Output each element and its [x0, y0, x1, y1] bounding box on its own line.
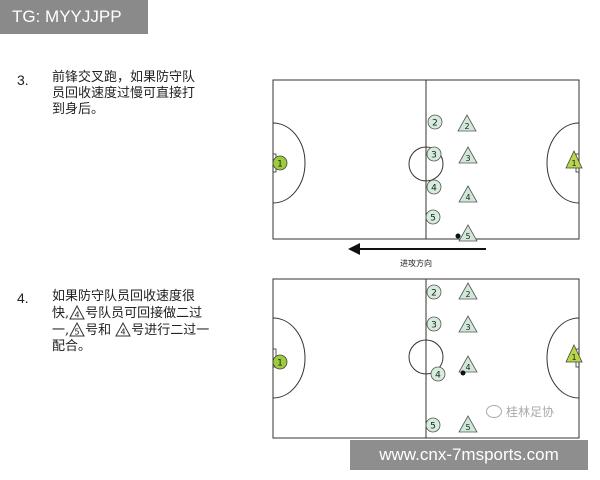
- triangle-player-5: 5: [458, 415, 478, 433]
- player-number: 1: [571, 353, 576, 362]
- player-number: 3: [431, 321, 437, 331]
- circle-player-5: 5: [425, 417, 441, 433]
- triangle-player-4: 4: [458, 355, 478, 373]
- player-number: 3: [465, 323, 470, 332]
- player-number: 3: [465, 154, 470, 163]
- player-number: 1: [277, 359, 283, 369]
- triangle-player-2: 2: [458, 282, 478, 300]
- goalkeeper-right-triangle: 1: [565, 150, 583, 169]
- player-number: 5: [430, 214, 436, 224]
- site-url-banner: www.cnx-7msports.com: [350, 440, 588, 470]
- triangle-player-number: 5: [75, 328, 80, 337]
- player-number: 2: [464, 122, 469, 131]
- step-3-line-3: 到身后。: [52, 102, 105, 117]
- goalkeeper-left-circle: 1: [272, 354, 288, 370]
- player-number: 4: [435, 371, 441, 381]
- triangle-player-icon: 4: [115, 322, 132, 337]
- player-number: 4: [431, 184, 437, 194]
- player-number: 5: [465, 423, 470, 432]
- step-4-text-b: 号队员可回接做二过: [85, 306, 203, 321]
- player-number: 1: [571, 159, 576, 168]
- triangle-player-icon: 4: [69, 305, 85, 320]
- circle-player-5: 5: [425, 209, 441, 225]
- step-4-text: 如果防守队员回收速度很 快, 4 号队员可回接做二过 一, 5 号和 4 号进行二过一 配…: [52, 289, 232, 355]
- player-number: 5: [465, 232, 470, 241]
- step-4-text-e: 号进行二过一: [131, 323, 210, 338]
- goalkeeper-left-circle: 1: [272, 155, 288, 171]
- pitch-diagram-1: 1 1 2 3 4 5 2 3 4 5: [272, 79, 583, 255]
- circle-player-4: 4: [426, 179, 442, 195]
- club-watermark-text: 桂林足协: [506, 405, 555, 419]
- pitch-diagram-2: 1 1 2 3 4 5 2 3 4 5: [272, 278, 583, 439]
- goalkeeper-right-triangle: 1: [565, 344, 583, 363]
- tg-banner: TG: MYYJJPP: [0, 0, 148, 34]
- circle-player-4: 4: [430, 366, 446, 382]
- attack-direction-label: 进攻方向: [400, 259, 432, 268]
- ball: [455, 233, 461, 239]
- chat-bubble-icon: [486, 405, 502, 418]
- club-watermark: 桂林足协: [486, 403, 554, 420]
- player-number: 5: [430, 422, 436, 432]
- step-4-line-3: 一, 5 号和 4 号进行二过一: [52, 322, 232, 339]
- attack-direction-arrow: [348, 243, 486, 255]
- step-3-text: 前锋交叉跑，如果防守队 员回收速度过慢可直接打 到身后。: [52, 70, 232, 118]
- circle-player-3: 3: [426, 146, 442, 162]
- player-number: 4: [465, 363, 470, 372]
- player-number: 1: [277, 160, 283, 170]
- player-number: 2: [465, 290, 470, 299]
- step-4-line-1: 如果防守队员回收速度很: [52, 289, 196, 304]
- player-number: 2: [431, 289, 437, 299]
- step-4-line-2: 快, 4 号队员可回接做二过: [52, 305, 232, 322]
- step-4-text-a: 快,: [52, 306, 70, 321]
- player-number: 3: [431, 151, 437, 161]
- triangle-player-4: 4: [458, 185, 478, 203]
- triangle-player-number: 4: [75, 311, 80, 320]
- step-3-number: 3.: [17, 72, 29, 88]
- step-4-text-d: 号和: [85, 323, 112, 338]
- circle-player-2: 2: [426, 284, 442, 300]
- triangle-player-number: 4: [121, 328, 126, 337]
- player-number: 4: [465, 193, 470, 202]
- player-number: 2: [432, 119, 438, 129]
- ball: [460, 370, 466, 376]
- step-3-line-2: 员回收速度过慢可直接打: [52, 86, 196, 101]
- step-3-line-1: 前锋交叉跑，如果防守队: [52, 70, 196, 85]
- triangle-player-2: 2: [457, 114, 477, 132]
- step-4-text-c: 一,: [52, 323, 70, 338]
- triangle-player-3: 3: [458, 315, 478, 333]
- triangle-player-3: 3: [458, 146, 478, 164]
- triangle-player-icon: 5: [69, 322, 85, 337]
- circle-player-2: 2: [427, 114, 443, 130]
- step-4-number: 4.: [17, 290, 29, 306]
- circle-player-3: 3: [426, 316, 442, 332]
- triangle-player-5: 5: [458, 224, 478, 242]
- step-4-line-4: 配合。: [52, 339, 92, 354]
